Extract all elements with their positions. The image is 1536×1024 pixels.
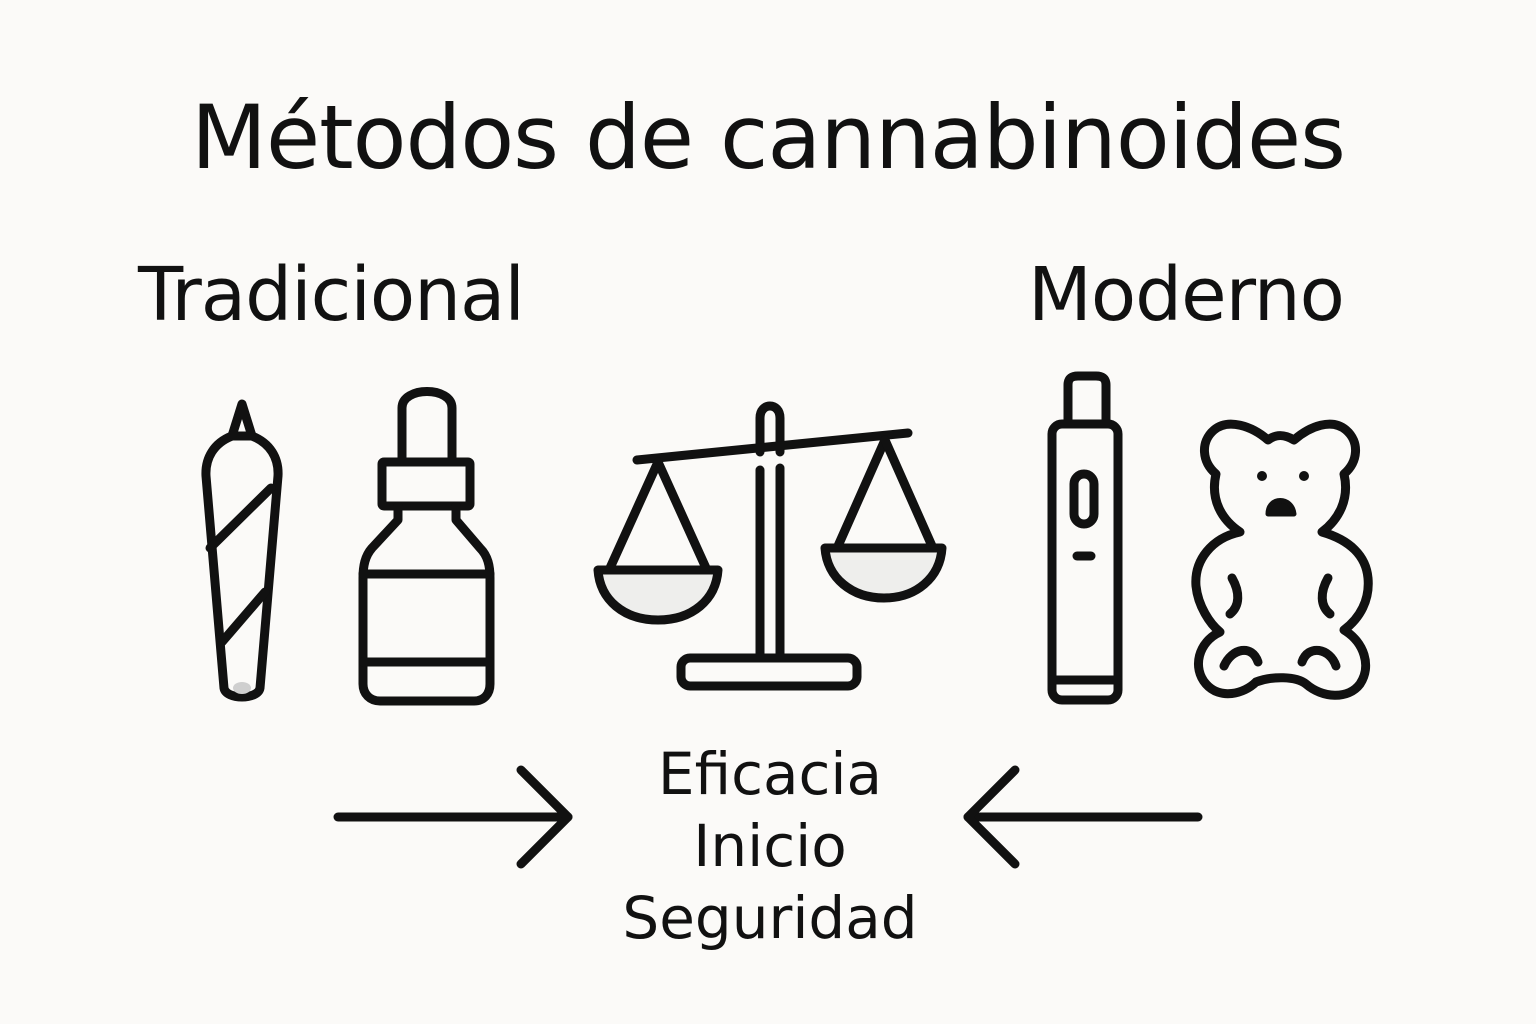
- balance-scale-icon: [593, 401, 947, 691]
- gummy-bear-icon: [1191, 419, 1373, 700]
- joint-icon: [201, 399, 283, 702]
- page-title: Métodos de cannabinoides: [191, 86, 1346, 189]
- dropper-bottle-icon: [358, 387, 495, 706]
- arrow-right-icon: [333, 765, 573, 869]
- arrow-left-icon: [963, 765, 1203, 869]
- heading-traditional: Tradicional: [138, 252, 525, 338]
- criterion-onset: Inicio: [693, 812, 847, 880]
- criterion-efficacy: Eficacia: [657, 740, 883, 808]
- heading-modern: Moderno: [1028, 252, 1345, 338]
- criteria-list: Eficacia Inicio Seguridad: [560, 738, 980, 954]
- vape-pen-icon: [1047, 371, 1123, 705]
- criterion-safety: Seguridad: [622, 884, 918, 952]
